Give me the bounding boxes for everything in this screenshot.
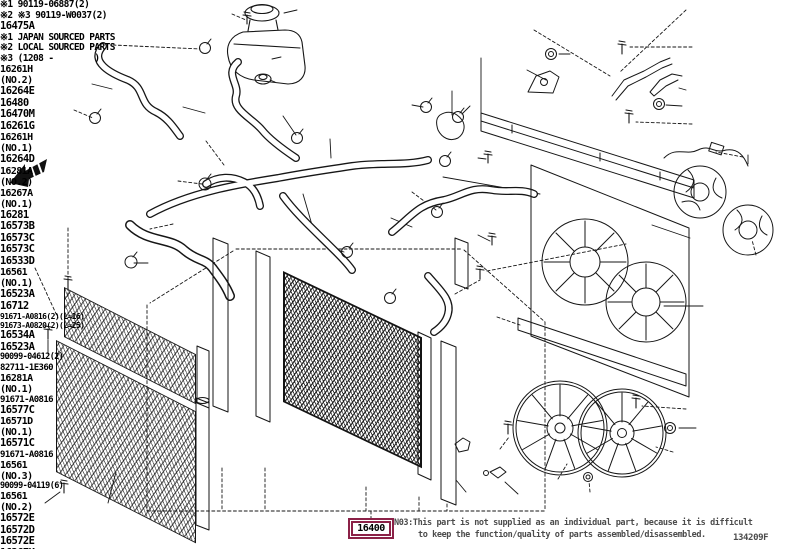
part-label[interactable]: 16533D xyxy=(0,254,35,267)
part-label[interactable]: 16264D xyxy=(0,153,35,165)
part-label[interactable]: 16267A(NO.1) xyxy=(0,187,33,210)
text-label: ※1 JAPAN SOURCED PARTS xyxy=(0,31,115,43)
part-label[interactable]: 16281A(NO.1) xyxy=(0,372,33,395)
part-label[interactable]: 90099-04119(6) xyxy=(0,480,64,491)
part-label[interactable]: 16261H(NO.2) xyxy=(0,64,33,86)
part-label[interactable]: 16561(NO.3) xyxy=(0,459,33,482)
part-label[interactable]: 16572E xyxy=(0,535,35,547)
part-label[interactable]: 16523A xyxy=(0,288,35,300)
hose-clamps xyxy=(89,38,465,304)
part-label[interactable]: 16573C xyxy=(0,243,35,255)
part-label[interactable]: 16281A(NO.2) xyxy=(0,165,33,188)
radiator-support-crossmember xyxy=(480,57,695,199)
part-label[interactable]: 16573B xyxy=(0,220,35,232)
part-label[interactable]: 91671-A0816(2)(L=16) xyxy=(0,312,85,321)
cooling-fans xyxy=(512,380,667,478)
part-label[interactable]: 16572D xyxy=(0,523,35,536)
part-label[interactable]: 91673-A0820(2)(L=25) xyxy=(0,321,85,330)
tanks-and-tubes xyxy=(195,237,507,531)
figure-code: 134209F xyxy=(733,533,769,543)
reservoir-tank xyxy=(226,3,306,85)
part-label[interactable]: ※1 90119-06887(2) xyxy=(0,0,90,10)
leader-lines-dashed xyxy=(34,9,757,520)
text-label: ※3 (1208 - ) xyxy=(0,52,100,64)
fan-motors xyxy=(663,141,774,256)
part-label[interactable]: ※2 ※3 90119-W0037(2) xyxy=(0,9,107,21)
footnote-line1: N03:This part is not supplied as an indi… xyxy=(394,518,753,528)
leader-lines-solid xyxy=(44,9,749,504)
part-label[interactable]: 16480 xyxy=(0,96,29,109)
part-label[interactable]: 16577C xyxy=(0,403,35,416)
vehicle-front-arrow-icon xyxy=(10,159,47,187)
highlighted-part-number[interactable]: 16400 xyxy=(348,518,394,539)
part-label[interactable]: 16523A xyxy=(0,340,35,353)
part-label[interactable]: 90099-04612(2) xyxy=(0,352,64,362)
part-label[interactable]: 16712 xyxy=(0,299,29,312)
part-label[interactable]: 16267K xyxy=(0,547,115,549)
part-label[interactable]: 16261G xyxy=(0,119,35,132)
nuts xyxy=(545,48,676,482)
text-label: ※2 LOCAL SOURCED PARTS xyxy=(0,42,115,53)
part-label[interactable]: 91671-A0816 xyxy=(0,394,54,405)
part-label[interactable]: 16475A xyxy=(0,20,35,32)
part-label[interactable]: 16573C xyxy=(0,231,35,244)
part-label[interactable]: 16561(NO.2) xyxy=(0,491,33,513)
part-label[interactable]: 16281 xyxy=(0,208,29,221)
part-label[interactable]: 16571C xyxy=(0,437,35,449)
part-label[interactable]: 16561(NO.1) xyxy=(0,267,33,289)
part-labels-layer: ※1 90119-06887(2)※2 ※3 90119-W0037(2)164… xyxy=(0,0,115,549)
fan-shroud xyxy=(530,164,690,398)
part-label[interactable]: 82711-1E360 xyxy=(0,362,54,373)
part-label[interactable]: 16571D(NO.1) xyxy=(0,416,33,438)
part-label[interactable]: 16534A xyxy=(0,329,35,341)
part-label[interactable]: 16470M xyxy=(0,108,35,120)
part-label[interactable]: 16261H(NO.1) xyxy=(0,132,33,154)
part-label[interactable]: 16264E xyxy=(0,85,35,97)
bolts xyxy=(43,11,641,494)
footnote-line2: to keep the function/quality of parts as… xyxy=(418,530,706,540)
lower-support-bars xyxy=(454,237,687,387)
part-label[interactable]: 16572E xyxy=(0,512,35,524)
part-label[interactable]: 91671-A0816 xyxy=(0,449,54,460)
